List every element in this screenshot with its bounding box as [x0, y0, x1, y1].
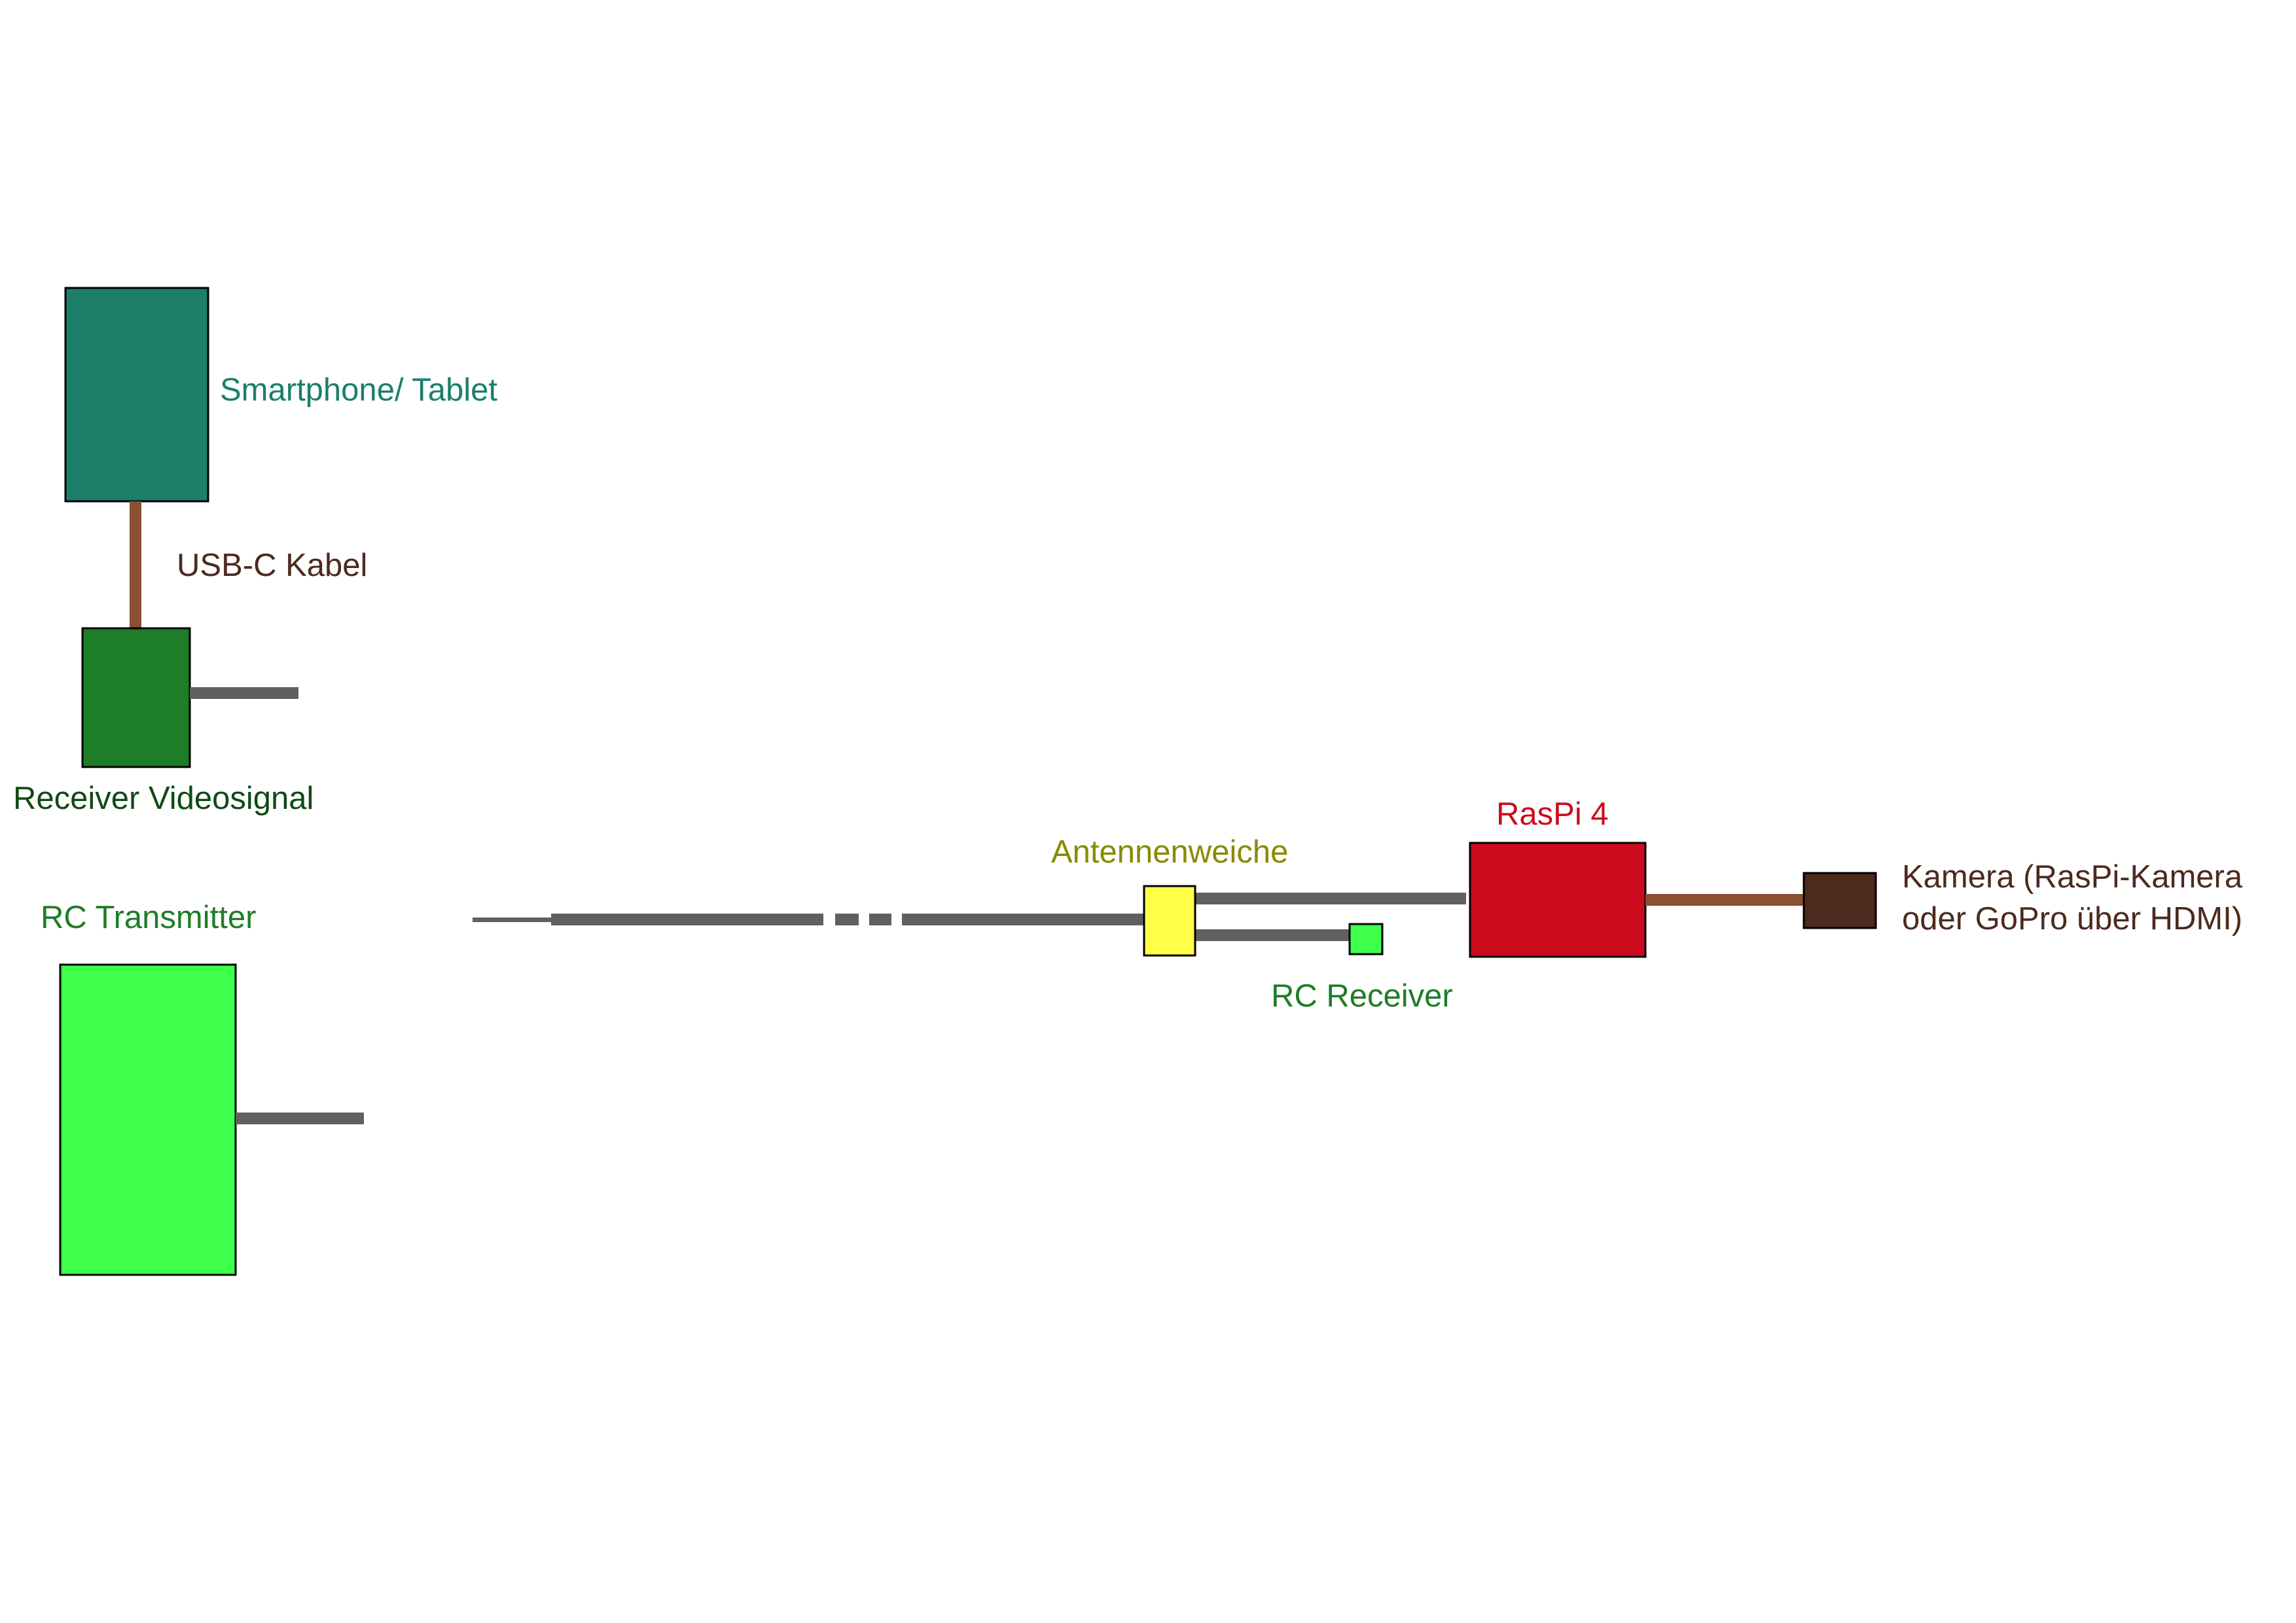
rc-transmitter-label: RC Transmitter [41, 900, 256, 935]
antennenweiche-label: Antennenweiche [1051, 834, 1288, 870]
video-receiver-label: Receiver Videosignal [13, 781, 314, 816]
antenna-link-segment-4 [902, 914, 1144, 925]
rc-receiver-label: RC Receiver [1271, 978, 1453, 1014]
rc-transmitter-box [59, 963, 237, 1276]
antenna-link-segment-1 [551, 914, 823, 925]
rc-transmitter-antenna [236, 1113, 364, 1124]
antennenweiche-box [1143, 885, 1196, 957]
camera-cable [1645, 894, 1804, 906]
kamera-label-line-1: Kamera (RasPi-Kamera [1902, 859, 2243, 895]
antennenweiche-to-rc-receiver-cable [1195, 929, 1350, 941]
smartphone-label: Smartphone/ Tablet [220, 372, 497, 408]
antenna-link-thin [473, 918, 551, 922]
raspi-box [1469, 842, 1647, 958]
raspi-label: RasPi 4 [1496, 796, 1609, 832]
video-receiver-antenna [190, 687, 298, 699]
rc-receiver-box [1348, 923, 1384, 955]
antenna-link-segment-3 [869, 914, 891, 925]
video-receiver-box [81, 627, 191, 768]
antennenweiche-to-raspi-cable [1195, 893, 1466, 904]
usb-c-label: USB-C Kabel [177, 548, 367, 583]
antenna-link-segment-2 [835, 914, 859, 925]
usb-c-cable [130, 501, 141, 628]
kamera-box [1803, 872, 1877, 929]
kamera-label-line-2: oder GoPro über HDMI) [1902, 901, 2242, 936]
smartphone-box [64, 287, 209, 503]
